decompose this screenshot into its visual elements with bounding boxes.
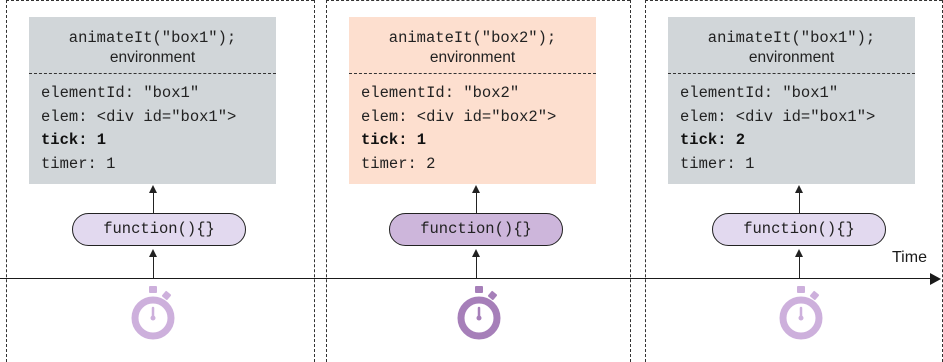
function-to-env-arrow [799, 192, 800, 213]
env-timer: timer: 1 [680, 154, 755, 173]
environment-body: elementId: "box1" elem: <div id="box1"> … [29, 74, 276, 176]
environment-title: environment [109, 49, 196, 66]
arrowhead [795, 249, 803, 257]
function-to-env-arrow [476, 192, 477, 213]
env-timer: timer: 2 [361, 154, 436, 173]
environment-header: animateIt("box2"); environment [349, 17, 596, 74]
environment-title: environment [429, 49, 516, 66]
environment-box-1: animateIt("box1"); environment elementId… [29, 17, 276, 184]
time-axis-arrowhead [930, 273, 941, 285]
env-elem: elem: <div id="box1"> [41, 107, 237, 126]
function-node-3: function(){} [712, 213, 886, 246]
arrowhead [472, 185, 480, 193]
env-elem: elem: <div id="box1"> [680, 107, 876, 126]
function-node-2: function(){} [389, 213, 563, 246]
time-axis-label: Time [892, 249, 927, 266]
panel-2-left-border [326, 0, 327, 362]
timer-to-function-arrow [476, 256, 477, 278]
environment-call: animateIt("box1"); [707, 29, 876, 47]
time-axis [0, 278, 932, 279]
env-elem: elem: <div id="box2"> [361, 107, 557, 126]
panel-1-left-border [6, 0, 7, 362]
env-element-id: elementId: "box1" [680, 84, 839, 102]
stopwatch-icon [779, 286, 823, 340]
environment-body: elementId: "box1" elem: <div id="box1"> … [668, 74, 915, 176]
env-tick: tick: 2 [680, 131, 746, 149]
panel-2-right-border [630, 0, 631, 362]
panel-1-top-border [6, 0, 314, 1]
env-element-id: elementId: "box2" [361, 84, 520, 102]
arrowhead [472, 249, 480, 257]
environment-box-2: animateIt("box2"); environment elementId… [349, 17, 596, 184]
stopwatch-icon [131, 286, 175, 340]
environment-body: elementId: "box2" elem: <div id="box2"> … [349, 74, 596, 176]
environment-title: environment [748, 49, 835, 66]
timer-to-function-arrow [153, 256, 154, 278]
environment-header: animateIt("box1"); environment [668, 17, 915, 74]
environment-call: animateIt("box1"); [68, 29, 237, 47]
panel-3-top-border [645, 0, 942, 1]
arrowhead [795, 185, 803, 193]
timer-to-function-arrow [799, 256, 800, 278]
arrowhead [149, 185, 157, 193]
env-tick: tick: 1 [361, 131, 427, 149]
function-to-env-arrow [153, 192, 154, 213]
env-element-id: elementId: "box1" [41, 84, 200, 102]
arrowhead [149, 249, 157, 257]
function-node-1: function(){} [72, 213, 246, 246]
panel-3-left-border [645, 0, 646, 362]
environment-header: animateIt("box1"); environment [29, 17, 276, 74]
env-tick: tick: 1 [41, 131, 107, 149]
environment-call: animateIt("box2"); [388, 29, 557, 47]
env-timer: timer: 1 [41, 154, 116, 173]
panel-2-top-border [326, 0, 630, 1]
panel-1-right-border [314, 0, 315, 362]
environment-box-3: animateIt("box1"); environment elementId… [668, 17, 915, 184]
stopwatch-icon [457, 286, 501, 340]
